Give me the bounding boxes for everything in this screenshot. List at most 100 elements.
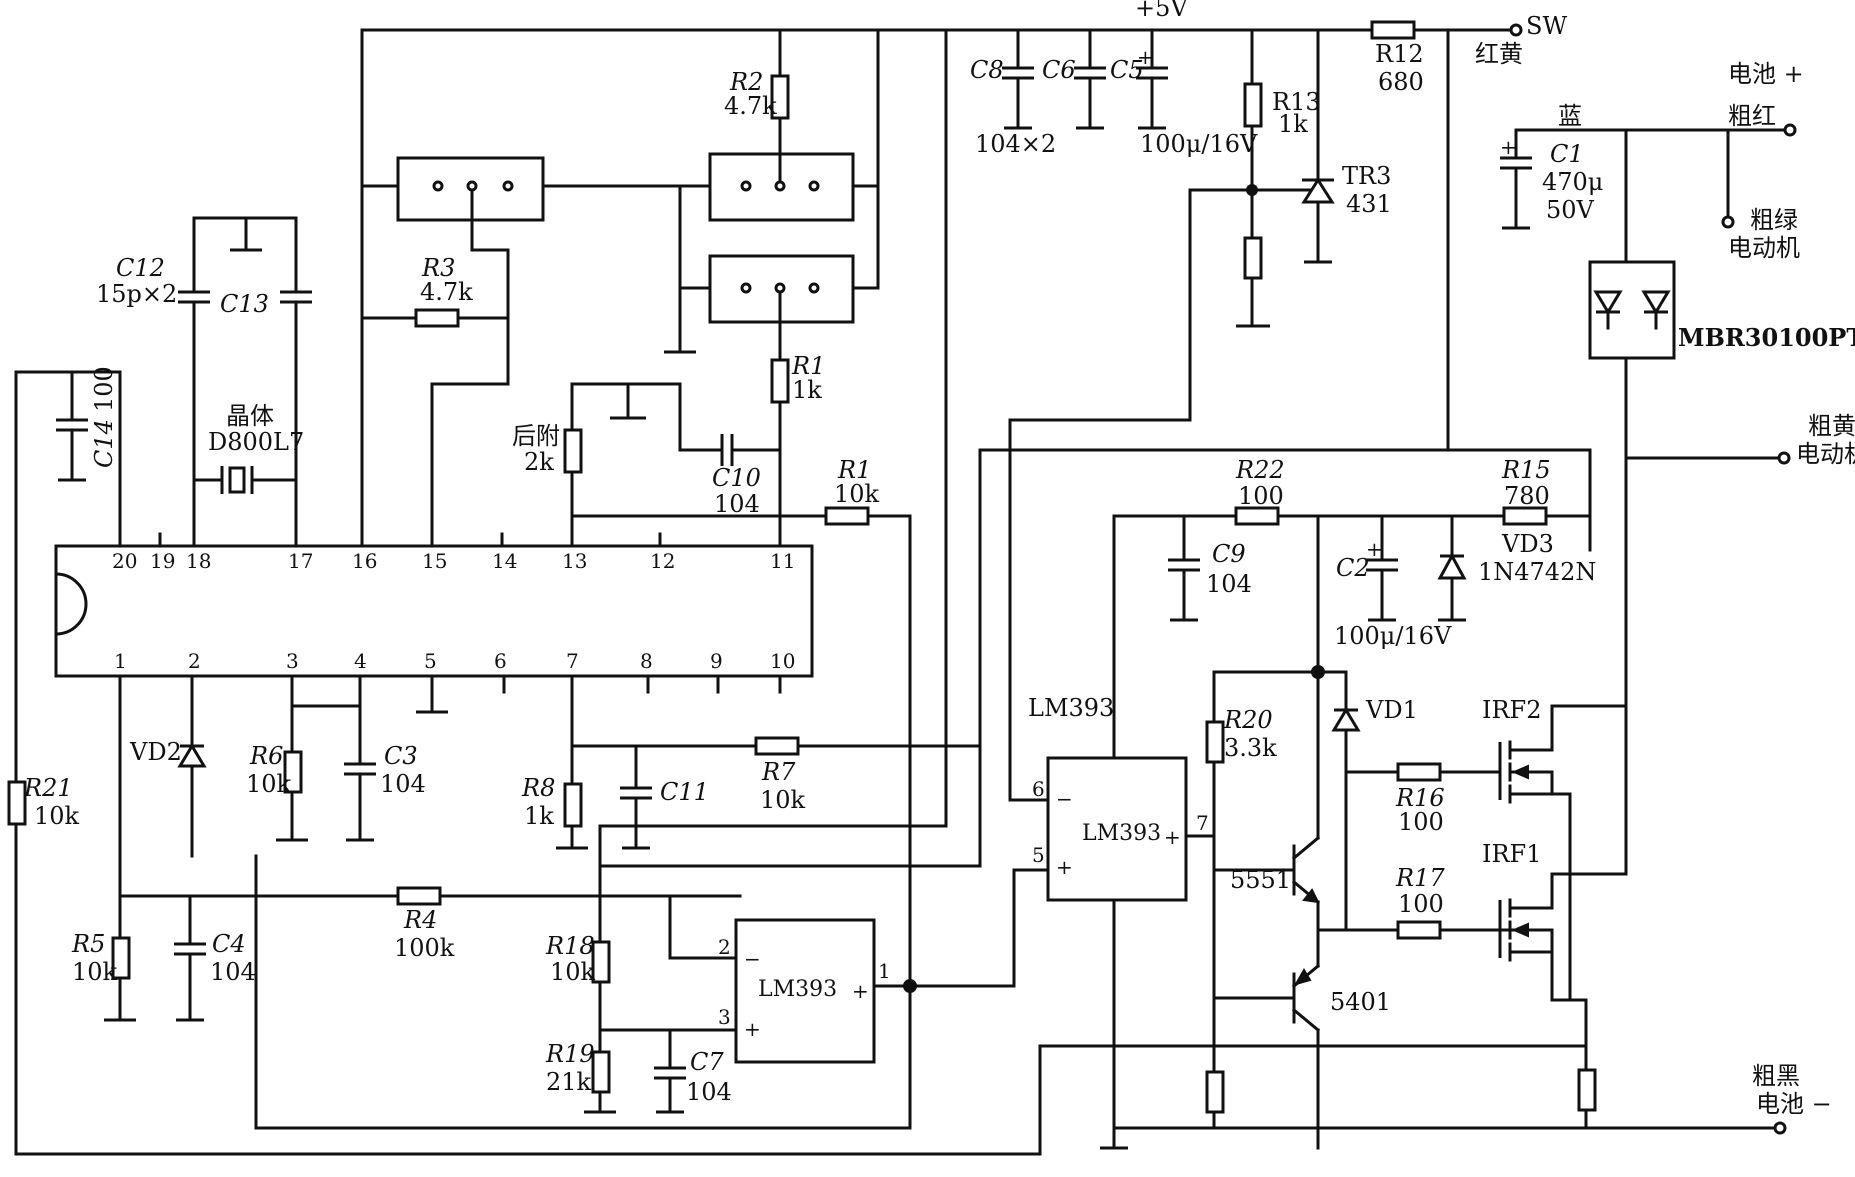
q5401-label: 5401 [1330, 988, 1391, 1016]
c7-label: C7 [690, 1048, 724, 1076]
svg-text:−: − [1056, 787, 1073, 811]
lm393-a-body [1046, 756, 1188, 902]
c8-label: C8 [970, 56, 1004, 84]
r7-resistor [754, 736, 800, 756]
r4-label: R4 [403, 906, 437, 934]
lm393-a-pin7: 7 [1196, 811, 1209, 835]
svg-text:+: + [1164, 825, 1181, 849]
r1a-resistor [770, 358, 790, 404]
r16-value: 100 [1398, 808, 1444, 836]
below-ic-wiring [104, 28, 1592, 1130]
r20-label: R20 [1223, 706, 1273, 734]
left-top-wiring [360, 28, 948, 1130]
r1b-resistor [824, 506, 870, 526]
r17-value: 100 [1398, 890, 1444, 918]
vcc-label: +5V [1135, 0, 1188, 22]
r22-label: R22 [1235, 456, 1285, 484]
crystal-label: 晶体 [226, 402, 274, 430]
c3-label: C3 [384, 742, 418, 770]
r7-value: 10k [760, 786, 806, 814]
driver-stage [1038, 665, 1787, 1156]
r13-network [1008, 28, 1320, 802]
r8-resistor [563, 782, 583, 828]
crystal-value: D800L7 [208, 428, 304, 456]
r21-resistor [7, 780, 27, 826]
c12-label: C12 [116, 254, 165, 282]
tr3-label: TR3 [1342, 162, 1391, 190]
r17-resistor [1396, 920, 1442, 940]
motor-label-2: 电动机 [1796, 440, 1855, 468]
c8-capacitor [1002, 28, 1034, 130]
lower-comparator [584, 864, 1050, 1114]
r13-label: R13 [1272, 88, 1321, 116]
r21-value: 10k [34, 802, 80, 830]
lm393-b-pin3: 3 [718, 1005, 731, 1029]
r19-label: R19 [545, 1040, 595, 1068]
c5-capacitor: + [1136, 28, 1168, 130]
ic-top-pins: 20 19 18 17 16 15 14 13 12 11 [112, 549, 795, 573]
lm393-a-pin5: 5 [1032, 843, 1045, 867]
upper-comparator [1046, 514, 1216, 1150]
thick-yellow-label: 粗黄 [1808, 412, 1855, 440]
svg-text:+: + [1366, 537, 1383, 561]
main-ic [54, 544, 814, 678]
vd3-value: 1N4742N [1478, 558, 1596, 586]
r12-resistor [1370, 20, 1416, 40]
svg-text:+: + [1056, 855, 1073, 879]
c12-value: 15p×2 [96, 280, 177, 308]
svg-text:17: 17 [288, 549, 313, 573]
top-rail [360, 23, 1523, 37]
svg-text:3: 3 [286, 649, 299, 673]
r18-resistor [591, 940, 611, 984]
r7-label: R7 [761, 758, 796, 786]
svg-text:6: 6 [494, 649, 507, 673]
c2-value: 100μ/16V [1334, 622, 1452, 650]
svg-text:12: 12 [650, 549, 675, 573]
main-ic-body [54, 544, 814, 678]
battery-feed: + [1500, 123, 1797, 876]
vd3-label: VD3 [1501, 530, 1554, 558]
r6-value: 10k [246, 770, 292, 798]
c6-capacitor [1074, 28, 1106, 130]
svg-text:+: + [744, 1017, 761, 1041]
c9-label: C9 [1212, 540, 1246, 568]
c2-label: C2 [1336, 554, 1370, 582]
sense-resistor [1577, 1068, 1597, 1112]
lm393-a-pin6: 6 [1032, 777, 1045, 801]
c4-label: C4 [212, 930, 246, 958]
r12-value: 680 [1378, 68, 1424, 96]
rear-resistor [563, 428, 583, 474]
svg-text:+: + [852, 979, 869, 1003]
r13-value: 1k [1278, 110, 1308, 138]
lm393-b-pin1: 1 [878, 959, 891, 983]
c3-value: 104 [380, 770, 426, 798]
rear-label: 后附 [512, 422, 560, 450]
c7-value: 104 [686, 1078, 732, 1106]
c8-value: 104×2 [975, 130, 1056, 158]
battery-minus-label: 电池 − [1756, 1090, 1832, 1118]
ic-bottom-pins: 1 2 3 4 5 6 7 8 9 10 [114, 649, 795, 673]
sw-label: SW [1526, 12, 1567, 40]
r5-label: R5 [71, 930, 105, 958]
vd2-label: VD2 [129, 738, 182, 766]
svg-text:5: 5 [424, 649, 437, 673]
c5-label: C5 [1110, 56, 1144, 84]
mbr-label: MBR30100PT [1678, 323, 1855, 352]
r4-value: 100k [394, 934, 455, 962]
r13-resistor [1243, 82, 1263, 128]
lm393-b-pin2: 2 [718, 935, 731, 959]
r16-resistor [1396, 762, 1442, 782]
vd1-label: VD1 [1365, 696, 1418, 724]
svg-text:1: 1 [114, 649, 127, 673]
mbr-diode-package [1588, 260, 1676, 360]
lm393-b-body [734, 918, 876, 1064]
tr3-value: 431 [1346, 190, 1392, 218]
r1b-label: R1 [837, 456, 871, 484]
r1a-value: 1k [792, 376, 822, 404]
svg-text:+: + [1137, 45, 1154, 69]
irf2-label: IRF2 [1482, 696, 1541, 724]
svg-text:7: 7 [566, 649, 579, 673]
c10-label: C10 [712, 464, 761, 492]
battery-plus-label: 电池 + [1728, 60, 1804, 88]
c1-value-1: 470μ [1542, 168, 1603, 196]
